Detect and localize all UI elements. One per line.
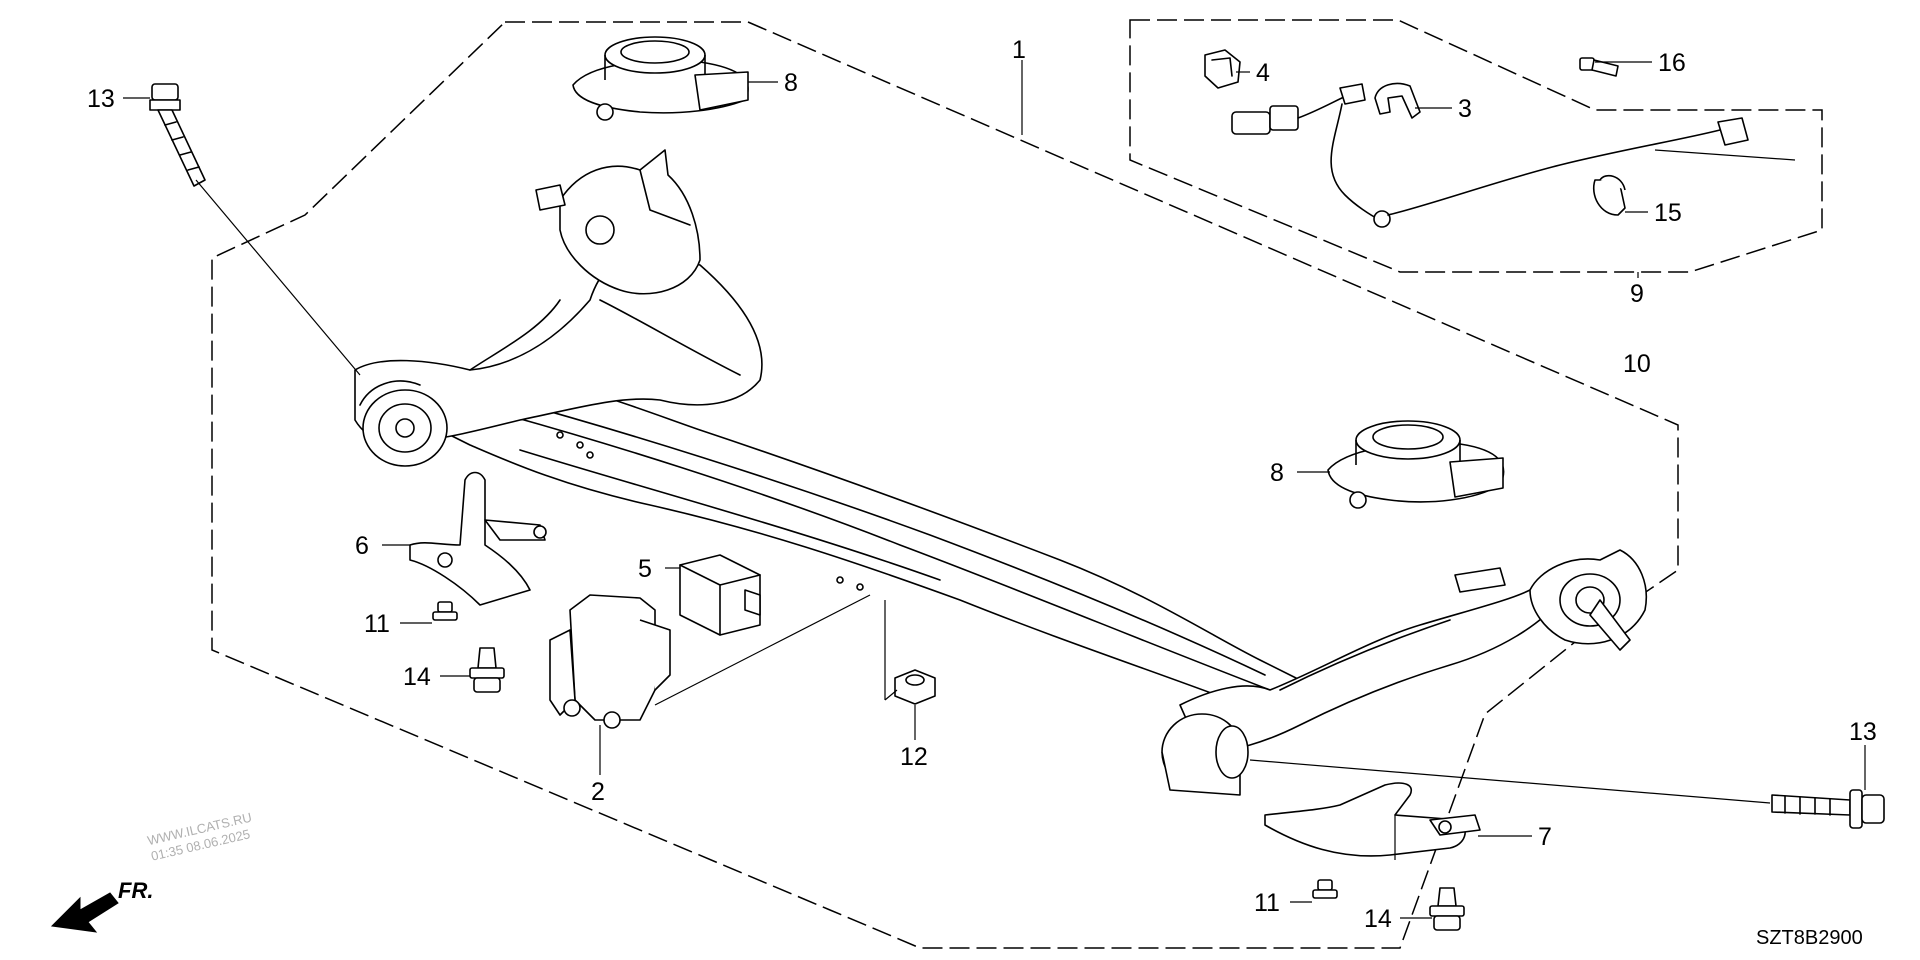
sensor-harness-boundary [1129, 19, 1823, 273]
callout-15: 15 [1654, 199, 1682, 227]
callout-10: 10 [1623, 350, 1651, 378]
callout-7: 7 [1538, 823, 1552, 851]
sensor-harness [1231, 83, 1749, 228]
callout-leaders [123, 60, 1866, 919]
bracket-lower-center [549, 594, 671, 729]
callout-12: 12 [900, 743, 928, 771]
bolt-top-left [149, 83, 361, 376]
bracket-right [1264, 782, 1481, 857]
callout-2: 2 [591, 778, 605, 806]
nut [894, 669, 936, 705]
front-label: FR. [118, 878, 153, 903]
bracket-left [409, 471, 547, 606]
front-arrow-icon [50, 892, 119, 933]
callout-13-left: 13 [87, 85, 115, 113]
callout-13-right: 13 [1849, 718, 1877, 746]
callout-16: 16 [1658, 49, 1686, 77]
callout-11-left: 11 [364, 610, 390, 638]
screw-left [432, 601, 458, 621]
diagram-code: SZT8B2900 [1756, 927, 1863, 949]
axle-beam [354, 149, 1647, 796]
callout-5: 5 [638, 555, 652, 583]
callout-14-right: 14 [1364, 905, 1392, 933]
callout-11-right: 11 [1254, 889, 1280, 917]
clamp [1593, 174, 1626, 216]
callout-14-left: 14 [403, 663, 431, 691]
spring-seat-top [572, 36, 749, 121]
axle-assembly-boundary [211, 21, 1679, 949]
small-bolt [1579, 57, 1619, 77]
callout-8-right: 8 [1270, 459, 1284, 487]
callout-1: 1 [1012, 36, 1026, 64]
watermark: WWW.ILCATS.RU 01:35 08.06.2025 [146, 810, 253, 864]
callout-6: 6 [355, 532, 369, 560]
rubber-block [679, 554, 761, 636]
front-direction-marker: FR. [50, 878, 153, 933]
callout-4: 4 [1256, 59, 1270, 87]
flange-bolt-right [1429, 887, 1465, 931]
callout-9: 9 [1630, 280, 1644, 308]
callout-3: 3 [1458, 95, 1472, 123]
connector [1204, 49, 1241, 89]
spring-seat-right [1327, 420, 1505, 509]
flange-bolt-left [469, 647, 505, 693]
harness-clip [1374, 82, 1421, 119]
screw-right [1312, 879, 1338, 899]
bolt-right [1249, 759, 1885, 829]
callout-8-top: 8 [784, 69, 798, 97]
